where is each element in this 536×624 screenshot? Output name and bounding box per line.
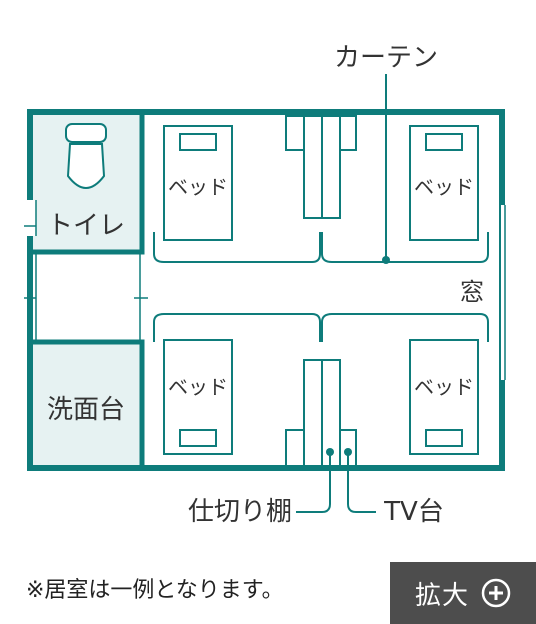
washbasin-wall bbox=[27, 339, 145, 471]
tv-leader bbox=[347, 452, 376, 513]
bed-label: ベッド bbox=[168, 175, 228, 199]
partition-shelf bbox=[285, 359, 357, 467]
shelf-leader bbox=[296, 452, 331, 513]
room-floor-plan: カーテン トイレ 洗面台 窓 仕切り棚 TV台 ベッド ベッド ベッド ベッド bbox=[24, 43, 507, 527]
toilet-door-gap bbox=[26, 200, 36, 236]
washbasin-label: 洗面台 bbox=[47, 395, 125, 425]
bed-bottom-right bbox=[409, 339, 479, 455]
curtain-label: カーテン bbox=[334, 43, 438, 73]
tv-dot bbox=[344, 448, 352, 456]
window-opening bbox=[497, 205, 507, 380]
disclaimer-note: ※居室は一例となります。 bbox=[26, 578, 284, 603]
zoom-button-label: 拡大 bbox=[414, 580, 469, 611]
toilet-icon bbox=[65, 123, 107, 189]
curtain-rails bbox=[153, 232, 489, 342]
plus-circle-icon bbox=[481, 578, 511, 608]
tv-stand-label: TV台 bbox=[383, 497, 444, 527]
toilet-wall bbox=[27, 109, 145, 255]
bed-top-right bbox=[409, 125, 479, 241]
shelf-dot bbox=[326, 448, 334, 456]
bed-label: ベッド bbox=[168, 375, 228, 399]
bed-label: ベッド bbox=[414, 175, 474, 199]
bed-label: ベッド bbox=[414, 375, 474, 399]
window-label: 窓 bbox=[460, 278, 484, 306]
curtain-dot bbox=[382, 256, 390, 264]
zoom-button[interactable]: 拡大 bbox=[390, 562, 536, 624]
bed-bottom-left bbox=[163, 339, 233, 455]
toilet-label: トイレ bbox=[47, 211, 125, 241]
bed-top-left bbox=[163, 125, 233, 241]
top-partition bbox=[285, 115, 357, 219]
partition-shelf-label: 仕切り棚 bbox=[188, 497, 292, 527]
washbasin-area bbox=[30, 342, 142, 468]
